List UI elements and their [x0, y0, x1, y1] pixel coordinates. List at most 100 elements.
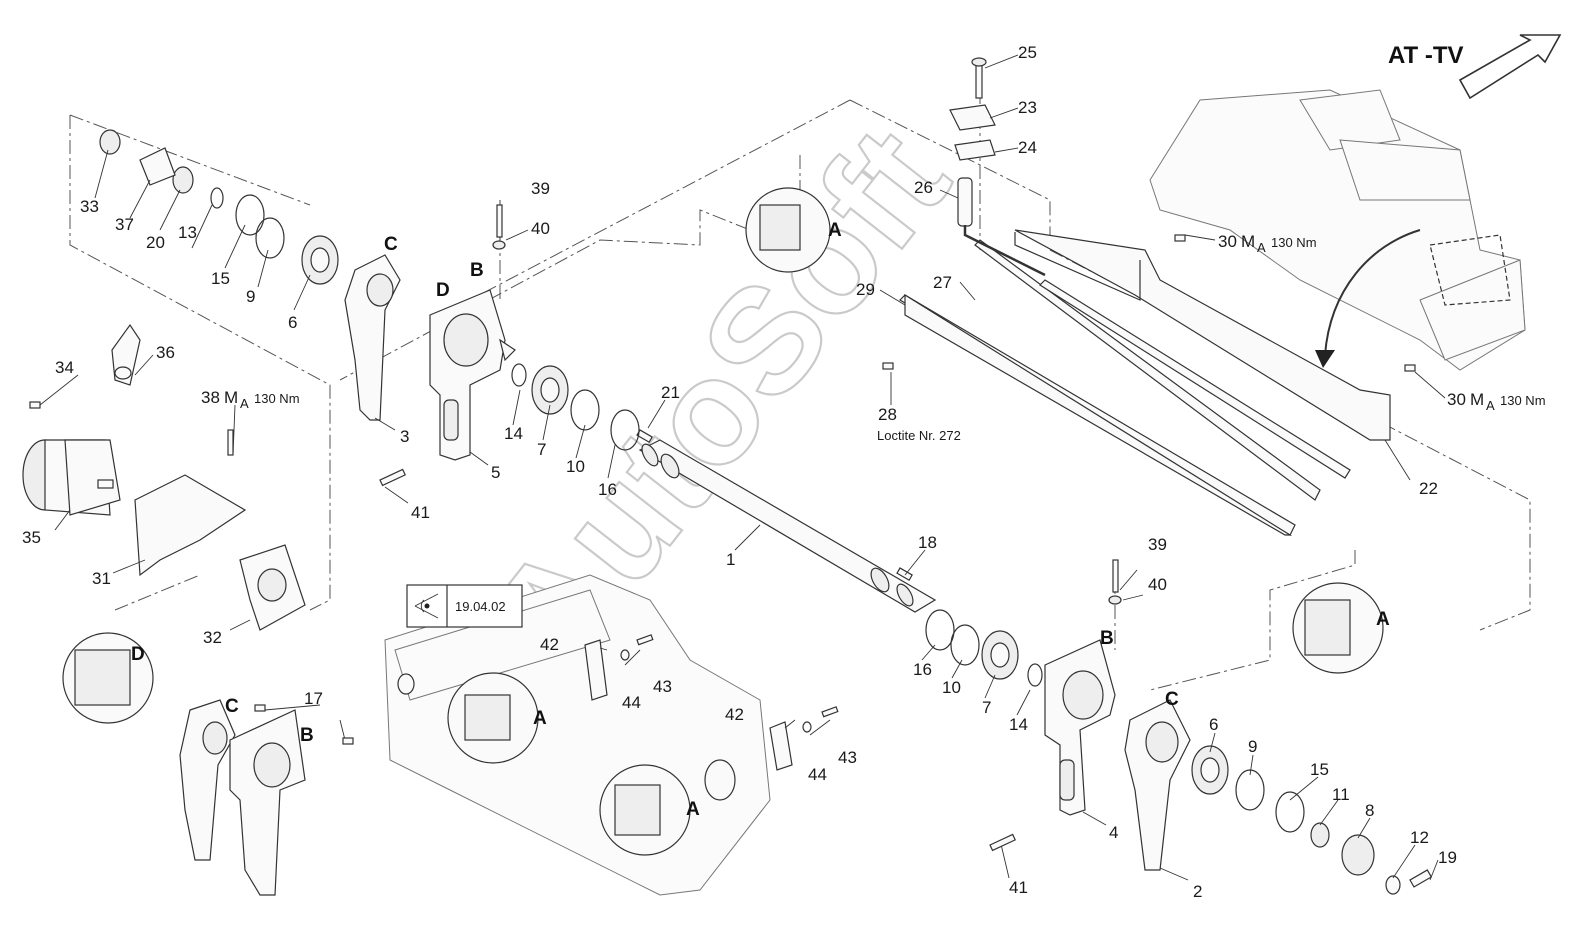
detail-letter-c: C [1165, 689, 1179, 710]
callout-4: 4 [1109, 823, 1118, 842]
svg-text:38: 38 [201, 388, 220, 407]
svg-text:30: 30 [1218, 232, 1237, 251]
detail-letter-b: B [300, 725, 314, 746]
svg-text:30: 30 [1447, 390, 1466, 409]
callout-9: 9 [246, 287, 255, 306]
eye-icon [414, 593, 439, 619]
callout-23: 23 [1018, 98, 1037, 117]
callout-42: 42 [725, 705, 744, 724]
svg-text:A: A [1257, 240, 1266, 255]
detail-views [62, 187, 1384, 856]
svg-text:130 Nm: 130 Nm [1271, 235, 1317, 250]
detail-letter-c: C [384, 234, 398, 255]
direction-arrow [1324, 229, 1421, 356]
callout-8: 8 [1365, 801, 1374, 820]
main-shaft [636, 429, 937, 613]
callout-34: 34 [55, 358, 74, 377]
view-arrow [1458, 34, 1562, 100]
callout-25: 25 [1018, 43, 1037, 62]
callout-19: 19 [1438, 848, 1457, 867]
callout-43: 43 [838, 748, 857, 767]
left-bearing-set [99, 129, 640, 451]
callout-20: 20 [146, 233, 165, 252]
lever-left [344, 254, 401, 421]
revision-box: 19.04.02 [406, 584, 523, 628]
detail-letter-d: D [436, 280, 450, 301]
callout-12: 12 [1410, 828, 1429, 847]
callout-31: 31 [92, 569, 111, 588]
callout-44: 44 [808, 765, 827, 784]
detail-letter-a: A [828, 220, 842, 241]
callout-15: 15 [211, 269, 230, 288]
callout-32: 32 [203, 628, 222, 647]
callout-14: 14 [1009, 715, 1028, 734]
callout-11: 11 [1332, 785, 1350, 804]
callout-18: 18 [918, 533, 937, 552]
callout-44: 44 [622, 693, 641, 712]
callout-28: 28 [878, 405, 897, 424]
callout-10: 10 [566, 457, 585, 476]
callout-7: 7 [982, 698, 991, 717]
view-title: AT -TV [1388, 42, 1464, 69]
loose-lever-and-bracket [179, 699, 306, 896]
svg-text:130 Nm: 130 Nm [1500, 393, 1546, 408]
callout-9: 9 [1248, 737, 1257, 756]
callout-1: 1 [726, 550, 735, 569]
spacer-blocks [584, 639, 793, 771]
direction-arrow-head [1315, 350, 1335, 368]
bolts [29, 204, 1416, 852]
torque-spec-motor: 38 M A 130 Nm [201, 388, 300, 411]
bracket-left [429, 289, 516, 461]
detail-letter-b: B [470, 260, 484, 281]
callout-27: 27 [933, 273, 952, 292]
callout-29: 29 [856, 280, 875, 299]
detail-letter-c: C [225, 696, 239, 717]
callout-35: 35 [22, 528, 41, 547]
callout-21: 21 [661, 383, 680, 402]
callout-36: 36 [156, 343, 175, 362]
rails [899, 229, 1391, 536]
callout-37: 37 [115, 215, 134, 234]
callout-16: 16 [913, 660, 932, 679]
torque-spec-lower: 30 M A 130 Nm [1447, 390, 1546, 413]
detail-letter-a: A [686, 799, 700, 820]
callouts: 1 2 3 4 5 6 6 7 7 8 9 9 10 10 11 12 13 1… [22, 43, 1546, 901]
callout-5: 5 [491, 463, 500, 482]
callout-2: 2 [1193, 882, 1202, 901]
callout-41: 41 [1009, 878, 1028, 897]
callout-15: 15 [1310, 760, 1329, 779]
detail-letter-b: B [1100, 628, 1114, 649]
callout-7: 7 [537, 440, 546, 459]
svg-text:130 Nm: 130 Nm [254, 391, 300, 406]
lubrication-parts [949, 57, 1046, 277]
loctite-note: Loctite Nr. 272 [877, 428, 961, 443]
bracket-right [1044, 639, 1116, 816]
motor-assembly [22, 323, 306, 631]
callout-16: 16 [598, 480, 617, 499]
callout-33: 33 [80, 197, 99, 216]
detail-letter-d: D [131, 644, 145, 665]
callout-42: 42 [540, 635, 559, 654]
callout-39: 39 [531, 179, 550, 198]
callout-13: 13 [178, 223, 197, 242]
callout-22: 22 [1419, 479, 1438, 498]
callout-40: 40 [531, 219, 550, 238]
callout-14: 14 [504, 424, 523, 443]
detail-letters: C B D A A B C D A A C B [131, 220, 1390, 820]
callout-43: 43 [653, 677, 672, 696]
callout-26: 26 [914, 178, 933, 197]
callout-6: 6 [288, 313, 297, 332]
lever-right [1124, 699, 1191, 871]
callout-6: 6 [1209, 715, 1218, 734]
detail-letter-a: A [533, 708, 547, 729]
svg-text:A: A [240, 396, 249, 411]
torque-spec-upper: 30 M A 130 Nm [1218, 232, 1317, 255]
callout-40: 40 [1148, 575, 1167, 594]
callout-3: 3 [400, 427, 409, 446]
paver-machine-sketch [1149, 89, 1526, 371]
detail-letter-a: A [1376, 609, 1390, 630]
callout-17: 17 [304, 689, 323, 708]
callout-24: 24 [1018, 138, 1037, 157]
svg-text:A: A [1486, 398, 1495, 413]
svg-text:M: M [1470, 390, 1484, 409]
